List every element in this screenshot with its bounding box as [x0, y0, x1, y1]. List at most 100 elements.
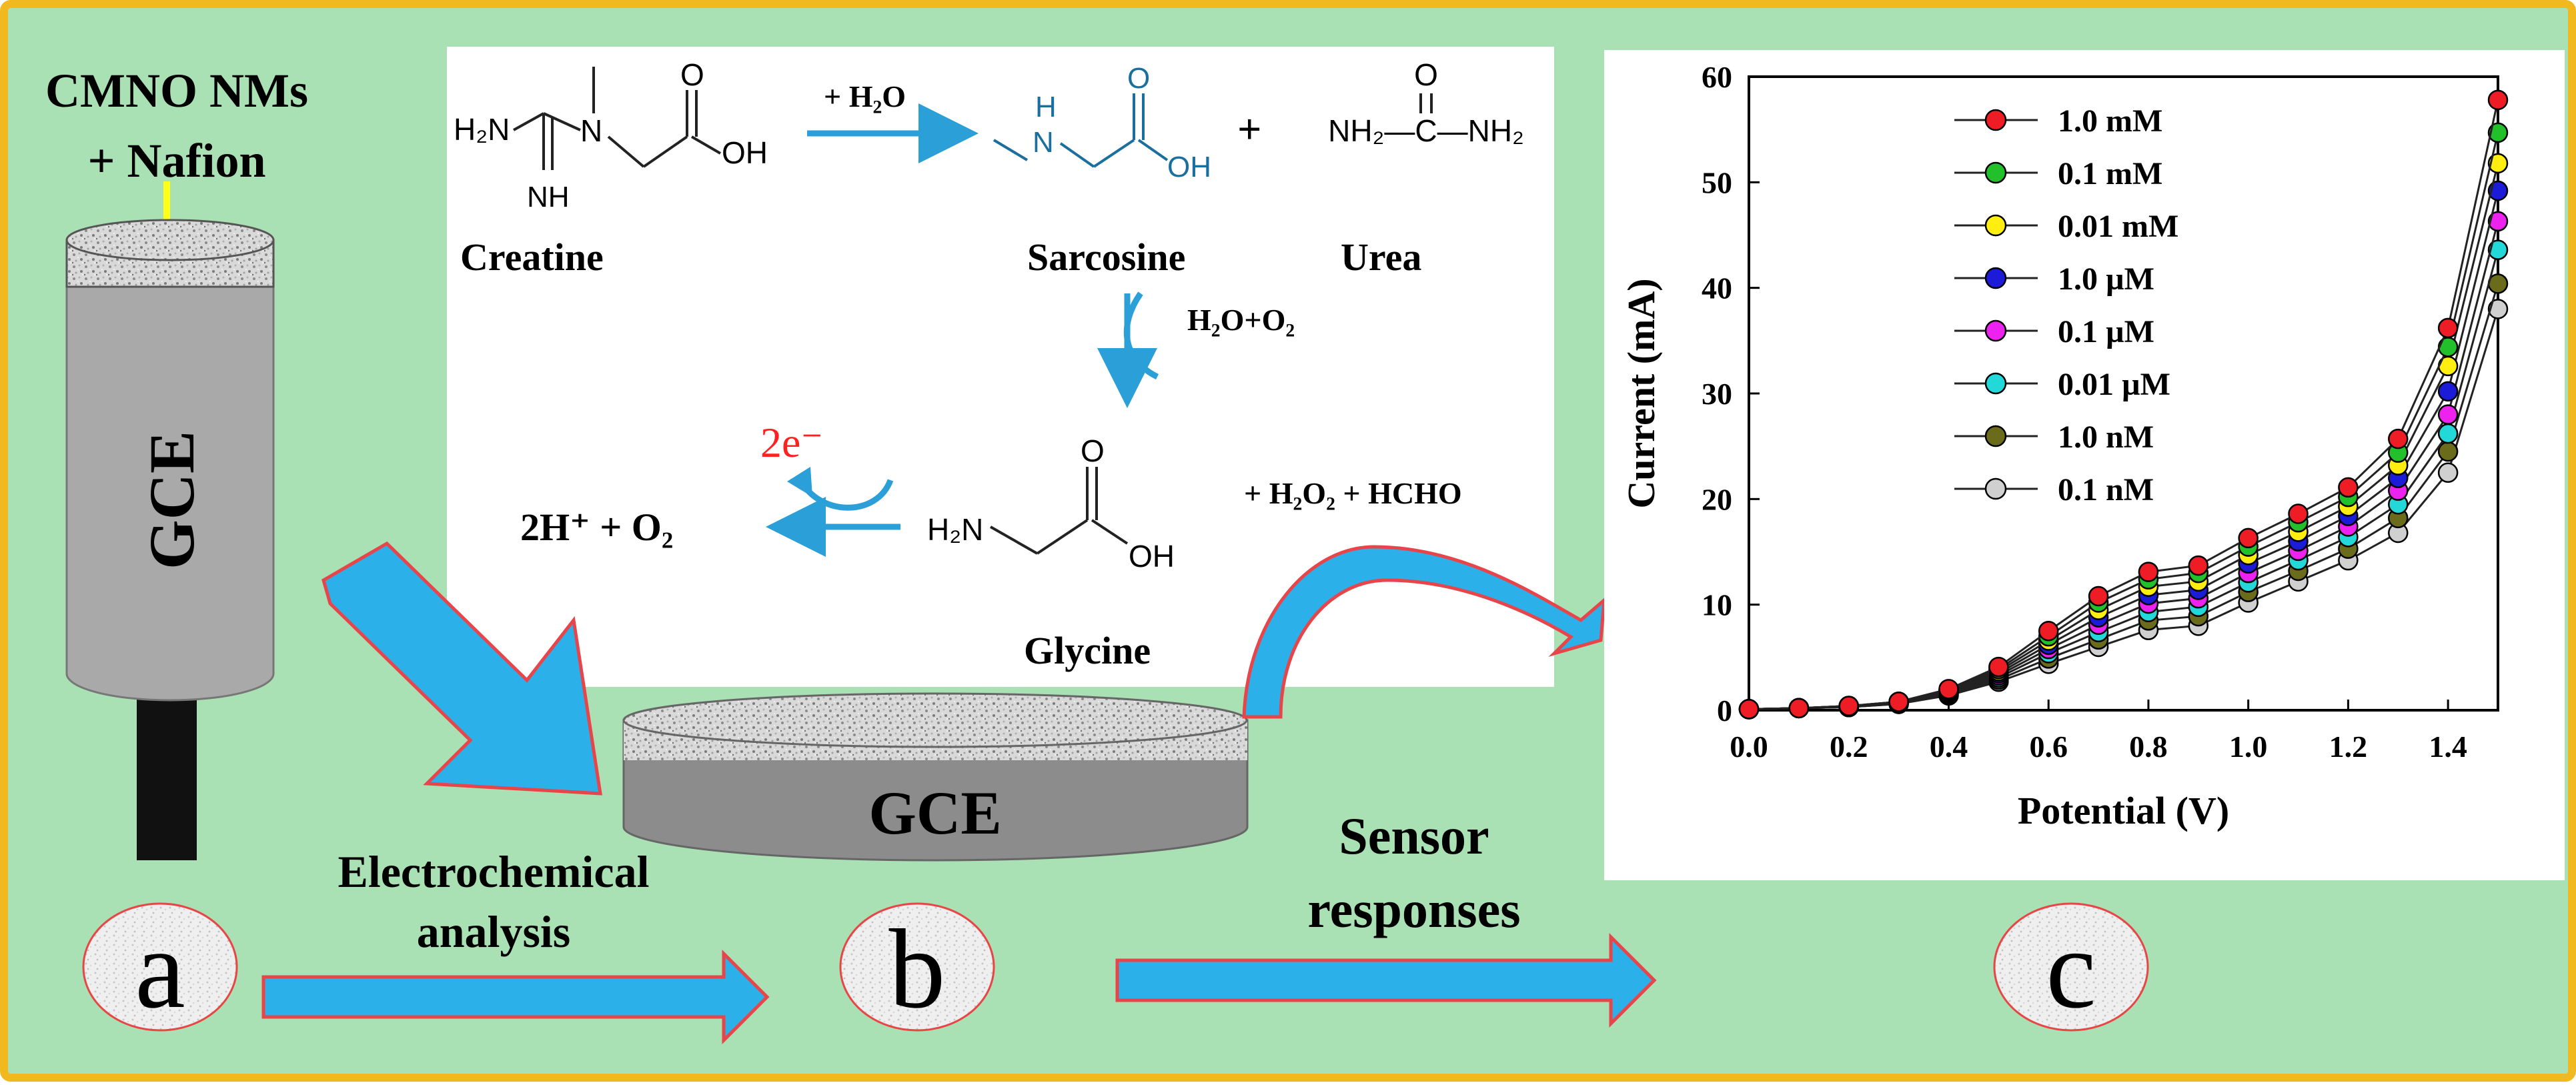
glycine-bond [1091, 519, 1129, 545]
legend-label: 0.1 nM [2058, 472, 2154, 507]
legend-label: 0.1 mM [2058, 156, 2162, 191]
transfer-arrow-a-to-b [321, 541, 602, 796]
panel-a-title-line1: CMNO NMs [45, 64, 308, 117]
legend-marker [1984, 109, 2007, 131]
arrow-a-to-b [261, 949, 770, 1045]
data-point [1738, 699, 1760, 720]
urea-formula: NH₂—C—NH₂ [1328, 113, 1524, 148]
data-point [2437, 404, 2459, 425]
data-point [2487, 89, 2509, 111]
y-tick-label: 60 [1702, 60, 1732, 94]
urea-name: Urea [1341, 235, 1421, 279]
data-point [2437, 462, 2459, 483]
creatine-bond [690, 135, 722, 155]
data-point [2188, 555, 2209, 576]
y-tick-label: 30 [1702, 377, 1732, 411]
step-label-sensor: Sensor [1339, 807, 1489, 865]
creatine-n-label: N [580, 113, 602, 148]
glycine-bond [1036, 519, 1089, 555]
data-point [1988, 656, 2009, 678]
reaction-scheme: H₂N NH N O OH Creatine + H₂O N H [447, 47, 1554, 687]
data-point [2437, 423, 2459, 444]
step-label-responses: responses [1307, 880, 1520, 938]
circle-a [82, 902, 238, 1032]
data-point [2437, 381, 2459, 402]
legend-marker [1984, 425, 2007, 447]
step-label-analysis: analysis [417, 906, 571, 957]
urea-structure: O NH₂—C—NH₂ [1328, 57, 1524, 148]
legend-label: 1.0 µM [2058, 261, 2154, 297]
x-tick-label: 1.4 [2429, 730, 2467, 764]
legend-label: 0.01 mM [2058, 209, 2178, 244]
creatine-bond [607, 135, 645, 168]
sarcosine-n-label: N [1033, 126, 1054, 159]
step2-reagent: H₂O+O₂ [1187, 303, 1295, 337]
electrode-lead [137, 694, 197, 860]
step3-byproducts: + H₂O₂ + HCHO [1244, 476, 1462, 510]
data-point [2487, 122, 2509, 143]
legend-marker [1984, 161, 2007, 184]
creatine-bond [513, 112, 544, 131]
data-point [2487, 239, 2509, 260]
legend-marker [1984, 477, 2007, 500]
sarcosine-bond [1137, 139, 1169, 161]
creatine-structure: H₂N NH N O OH [454, 57, 768, 213]
data-point [1888, 692, 1909, 712]
glycine-o-label: O [1081, 433, 1105, 468]
reaction-products: 2H⁺ + O₂ [520, 505, 673, 549]
creatine-o-label: O [680, 57, 704, 92]
step1-reagent: + H₂O [824, 79, 906, 113]
sarcosine-bond [1059, 142, 1095, 168]
series-line [1748, 99, 2499, 710]
legend-marker [1984, 372, 2007, 395]
x-tick-label: 0.8 [2129, 730, 2168, 764]
y-tick-label: 10 [1702, 588, 1732, 622]
panel-a: CMNO NMs + Nafion GCE [45, 64, 308, 860]
data-point [2038, 621, 2059, 642]
urea-o-label: O [1414, 57, 1438, 92]
bottom-row: a Electrochemical analysis b Sensor resp… [82, 807, 2149, 1045]
x-tick-label: 1.0 [2229, 730, 2268, 764]
creatine-bond [543, 112, 581, 131]
y-tick-label: 0 [1717, 694, 1732, 728]
panel-b: GCE [622, 692, 1249, 862]
y-tick-label: 20 [1702, 482, 1732, 516]
x-tick-label: 0.6 [2029, 730, 2068, 764]
sarcosine-oh-label: OH [1167, 151, 1211, 183]
creatine-h2n-label: H₂N [454, 112, 510, 147]
circle-c-label: c [2046, 906, 2096, 1032]
data-point [2238, 527, 2259, 549]
sarcosine-name: Sarcosine [1027, 235, 1185, 279]
sarcosine-o-label: O [1127, 62, 1150, 95]
glycine-h2n-label: H₂N [927, 512, 983, 547]
data-point [2388, 428, 2409, 449]
x-tick-label: 0.2 [1830, 730, 1868, 764]
electrode-a-label: GCE [136, 431, 207, 570]
creatine-oh-label: OH [722, 135, 768, 170]
y-tick-label: 50 [1702, 165, 1732, 199]
panel-a-title-line2: + Nafion [87, 134, 265, 187]
data-point [2138, 562, 2159, 582]
cmno-coating-top [65, 219, 275, 261]
electrode-b-label: GCE [868, 779, 1001, 847]
glycine-structure: H₂N O OH [927, 433, 1175, 574]
sarcosine-bond [1093, 139, 1135, 168]
data-point [1788, 698, 1810, 719]
legend-label: 1.0 nM [2058, 419, 2154, 455]
circle-b [839, 902, 995, 1032]
circle-b-label: b [889, 906, 946, 1032]
data-point [2437, 317, 2459, 339]
data-point [2088, 586, 2109, 607]
electron-label: 2e⁻ [760, 419, 823, 466]
gce-disk-top [622, 692, 1248, 748]
data-point [1838, 696, 1859, 716]
sarcosine-h-label: H [1035, 91, 1057, 123]
x-axis-label: Potential (V) [2018, 789, 2229, 832]
circle-c [1993, 902, 2149, 1032]
plus-sign: + [1237, 105, 1261, 153]
legend-label: 0.01 µM [2058, 367, 2170, 402]
sarcosine-bond [993, 139, 1029, 161]
